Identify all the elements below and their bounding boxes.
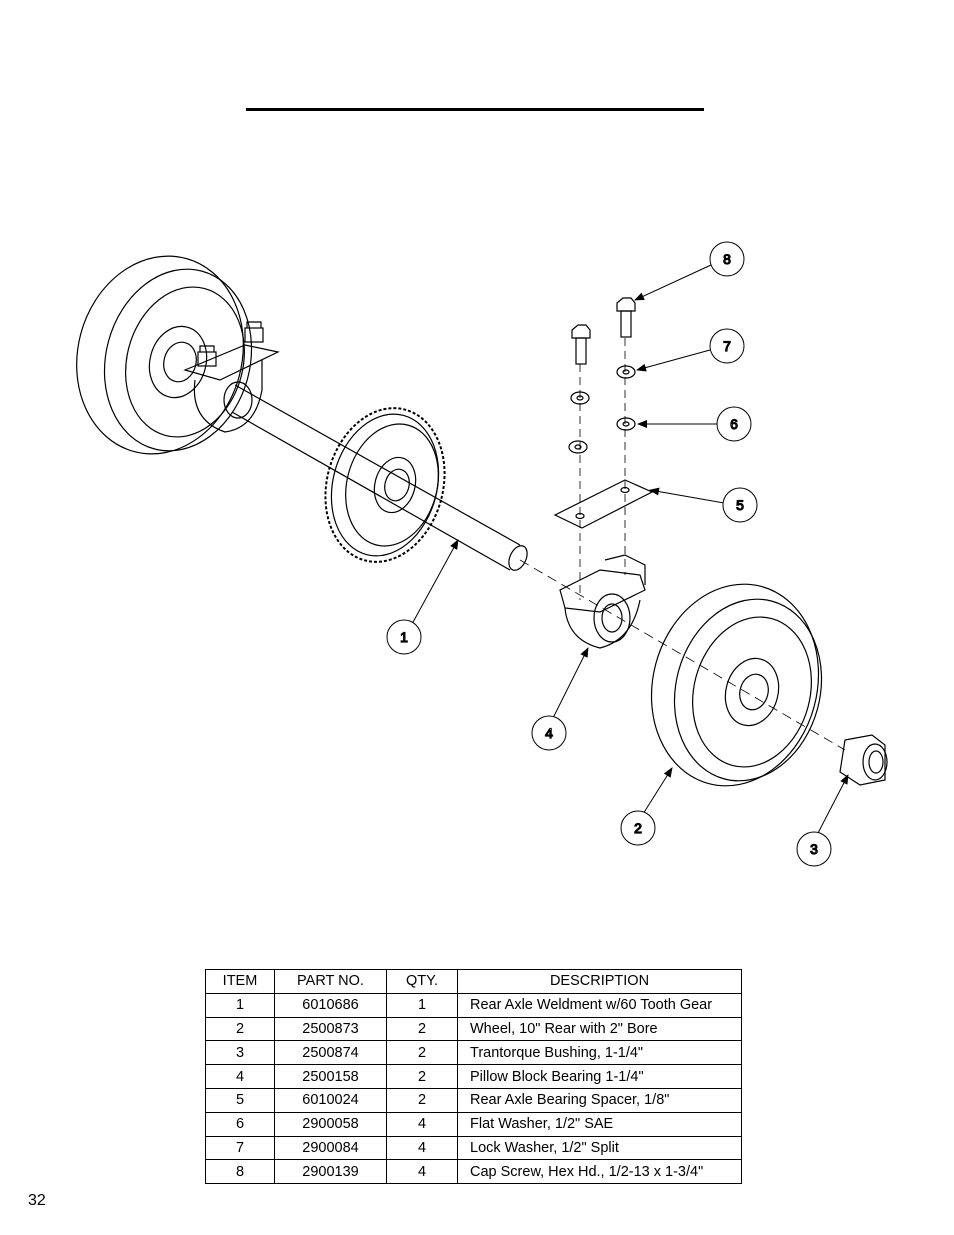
- cell-item: 4: [205, 1064, 275, 1089]
- header-qty: QTY.: [386, 969, 458, 994]
- right-pillow-block: [559, 554, 646, 649]
- table-row: 1 6010686 1 Rear Axle Weldment w/60 Toot…: [205, 992, 742, 1018]
- cell-part-no: 6010024: [274, 1087, 387, 1113]
- svg-text:1: 1: [400, 629, 408, 645]
- axle-shaft: [231, 384, 528, 571]
- header-item: ITEM: [205, 969, 275, 994]
- svg-text:7: 7: [723, 338, 731, 354]
- svg-text:4: 4: [545, 725, 553, 741]
- callout-8: 8: [709, 241, 745, 277]
- callout-1: 1: [386, 619, 422, 655]
- title-rule: [246, 108, 704, 111]
- bearing-spacer: [553, 479, 654, 529]
- exploded-axle-diagram: 1 2 3 4 5 6 7 8: [76, 241, 888, 867]
- cell-qty: 2: [386, 1040, 458, 1066]
- cell-description: Flat Washer, 1/2" SAE: [457, 1111, 742, 1137]
- svg-text:8: 8: [723, 251, 731, 267]
- cell-part-no: 2900084: [274, 1135, 387, 1161]
- cell-item: 6: [205, 1111, 275, 1137]
- table-row: 7 2900084 4 Lock Washer, 1/2" Split: [205, 1135, 742, 1161]
- cell-description: Lock Washer, 1/2" Split: [457, 1135, 742, 1161]
- cell-description: Rear Axle Bearing Spacer, 1/8": [457, 1087, 742, 1113]
- fasteners: [568, 297, 636, 600]
- cell-part-no: 6010686: [274, 992, 387, 1018]
- cell-part-no: 2500873: [274, 1016, 387, 1042]
- table-header-row: ITEM PART NO. QTY. DESCRIPTION: [205, 969, 742, 994]
- table-row: 2 2500873 2 Wheel, 10" Rear with 2" Bore: [205, 1016, 742, 1042]
- callout-2: 2: [620, 810, 656, 846]
- header-description: DESCRIPTION: [457, 969, 742, 994]
- left-wheel: [76, 255, 253, 455]
- right-wheel: [650, 583, 823, 787]
- table-row: 3 2500874 2 Trantorque Bushing, 1-1/4": [205, 1040, 742, 1066]
- svg-text:5: 5: [736, 497, 744, 513]
- callout-3: 3: [796, 831, 832, 867]
- cell-item: 7: [205, 1135, 275, 1161]
- axis-centerline: [519, 559, 846, 751]
- cell-qty: 4: [386, 1111, 458, 1137]
- table-row: 4 2500158 2 Pillow Block Bearing 1-1/4": [205, 1064, 742, 1089]
- callout-5: 5: [722, 487, 758, 523]
- cell-qty: 4: [386, 1159, 458, 1185]
- page-number: 32: [28, 1192, 46, 1209]
- cell-item: 8: [205, 1159, 275, 1185]
- cell-part-no: 2500158: [274, 1064, 387, 1089]
- cell-part-no: 2900058: [274, 1111, 387, 1137]
- svg-text:2: 2: [634, 820, 642, 836]
- leader-lines: [411, 264, 849, 836]
- cell-description: Pillow Block Bearing 1-1/4": [457, 1064, 742, 1089]
- cell-part-no: 2900139: [274, 1159, 387, 1185]
- cell-item: 5: [205, 1087, 275, 1113]
- cell-description: Rear Axle Weldment w/60 Tooth Gear: [457, 992, 742, 1018]
- cell-qty: 2: [386, 1016, 458, 1042]
- header-part-no: PART NO.: [274, 969, 387, 994]
- cell-description: Wheel, 10" Rear with 2" Bore: [457, 1016, 742, 1042]
- cell-description: Trantorque Bushing, 1-1/4": [457, 1040, 742, 1066]
- cell-description: Cap Screw, Hex Hd., 1/2-13 x 1-3/4": [457, 1159, 742, 1185]
- table-row: 5 6010024 2 Rear Axle Bearing Spacer, 1/…: [205, 1087, 742, 1113]
- svg-text:6: 6: [730, 416, 738, 432]
- table-row: 8 2900139 4 Cap Screw, Hex Hd., 1/2-13 x…: [205, 1159, 742, 1185]
- callout-4: 4: [531, 715, 567, 751]
- cell-part-no: 2500874: [274, 1040, 387, 1066]
- parts-list-table: ITEM PART NO. QTY. DESCRIPTION 1 6010686…: [205, 969, 742, 1185]
- table-row: 6 2900058 4 Flat Washer, 1/2" SAE: [205, 1111, 742, 1137]
- svg-text:3: 3: [810, 841, 818, 857]
- callout-6: 6: [716, 406, 752, 442]
- cell-qty: 2: [386, 1087, 458, 1113]
- trantorque-bushing: [839, 734, 888, 786]
- cell-item: 1: [205, 992, 275, 1018]
- cell-qty: 2: [386, 1064, 458, 1089]
- gear: [324, 407, 446, 563]
- cell-item: 2: [205, 1016, 275, 1042]
- callout-7: 7: [709, 328, 745, 364]
- left-pillow-block: [183, 321, 280, 433]
- cell-qty: 1: [386, 992, 458, 1018]
- cell-item: 3: [205, 1040, 275, 1066]
- cell-qty: 4: [386, 1135, 458, 1161]
